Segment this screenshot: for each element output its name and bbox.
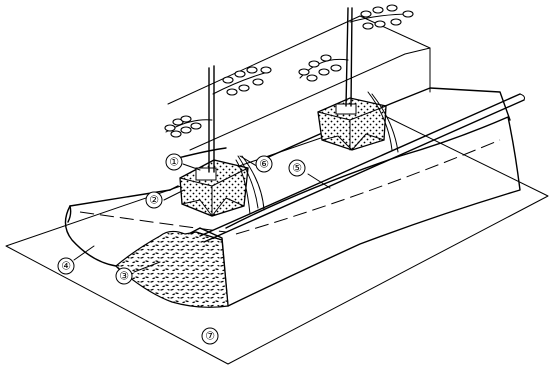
svg-text:⑥: ⑥	[259, 158, 269, 171]
plant-leaves-front	[165, 67, 271, 137]
soil-section	[116, 231, 228, 307]
label-5: ⑤	[289, 160, 305, 176]
bed-rear-edge	[178, 148, 226, 158]
label-3: ③	[116, 268, 132, 284]
svg-text:④: ④	[61, 260, 71, 273]
svg-text:①: ①	[169, 156, 179, 169]
label-4: ④	[58, 258, 74, 274]
plant-stem-front	[209, 66, 214, 172]
svg-text:⑦: ⑦	[205, 330, 215, 343]
label-7: ⑦	[202, 328, 218, 344]
plant-stem-back	[346, 8, 352, 106]
svg-text:②: ②	[149, 194, 159, 207]
bed-dashed-line	[80, 140, 500, 234]
svg-text:③: ③	[119, 270, 129, 283]
bed-back-top	[168, 16, 430, 150]
svg-text:⑤: ⑤	[292, 162, 302, 175]
label-6: ⑥	[256, 156, 272, 172]
plant-leaves-back	[299, 5, 413, 81]
drip-tube-end	[520, 94, 525, 100]
planting-block-back	[318, 98, 386, 150]
label-1: ①	[166, 154, 182, 170]
label-2: ②	[146, 192, 162, 208]
